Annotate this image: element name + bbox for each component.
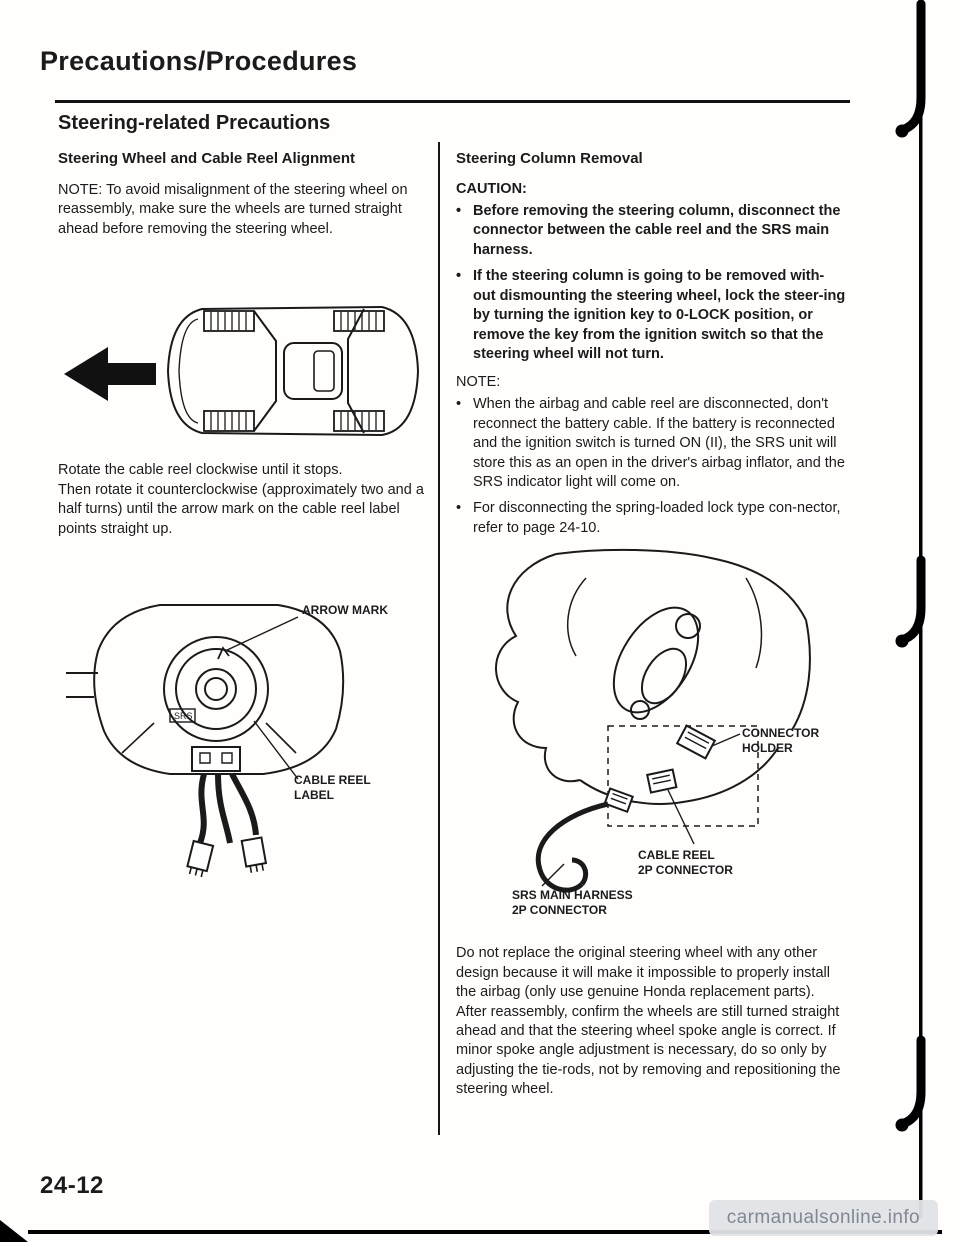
cable-reel-label: CABLE REEL LABEL — [294, 772, 371, 802]
binder-ring-icon — [897, 555, 926, 645]
column-divider — [438, 142, 440, 1135]
left-column: Steering Wheel and Cable Reel Alignment … — [58, 150, 430, 893]
page-header-title: Precautions/Procedures — [40, 46, 358, 76]
arrow-mark-label: ARROW MARK — [302, 602, 388, 617]
steering-column-diagram: CONNECTOR HOLDER CABLE REEL 2P CONNECTOR… — [456, 548, 846, 938]
page-number: 24-12 — [40, 1172, 104, 1199]
note-item: • When the airbag and cable reel are dis… — [456, 395, 846, 492]
srs-main-harness-2p-connector-label: SRS MAIN HARNESS 2P CONNECTOR — [512, 888, 633, 918]
binder-ring-icon — [897, 1035, 926, 1129]
car-top-view-svg — [64, 306, 420, 437]
section-title: Steering-related Precautions — [58, 112, 331, 134]
header-divider — [55, 100, 850, 103]
caution-title: CAUTION: — [456, 181, 527, 197]
bullet-dot: • — [456, 396, 462, 413]
bottom-rule — [28, 1230, 942, 1234]
bullet-dot: • — [456, 268, 462, 285]
note-item-text: For disconnecting the spring-loaded lock… — [473, 500, 841, 536]
note-title: NOTE: — [456, 374, 501, 391]
srs-sticker-text: SRS — [174, 711, 193, 721]
bullet-dot: • — [456, 500, 462, 517]
right-column-heading: Steering Column Removal — [456, 150, 643, 167]
reassembly-paragraph: After reassembly, confirm the wheels are… — [456, 1003, 841, 1098]
binding-edge — [895, 0, 926, 1218]
car-top-view-diagram — [58, 289, 430, 461]
rotate-instructions-paragraph: Rotate the cable reel clockwise until it… — [58, 462, 424, 537]
caution-item-text: If the steering column is going to be re… — [473, 268, 846, 362]
right-column: Steering Column Removal CAUTION: • Befor… — [456, 150, 846, 1100]
connector-holder-label: CONNECTOR HOLDER — [742, 726, 820, 756]
corner-mark — [0, 1220, 28, 1242]
replace-warning-paragraph: Do not replace the original steering whe… — [456, 945, 830, 1001]
cable-reel-2p-connector-label: CABLE REEL 2P CONNECTOR — [638, 848, 733, 878]
bullet-dot: • — [456, 203, 462, 219]
caution-item: • Before removing the steering column, d… — [456, 202, 846, 260]
watermark: carmanualsonline.info — [708, 1200, 938, 1236]
caution-item: • If the steering column is going to be … — [456, 267, 846, 364]
steering-column-svg — [495, 549, 811, 893]
note-item: • For disconnecting the spring-loaded lo… — [456, 499, 846, 538]
binder-ring-icon — [897, 0, 926, 135]
note-item-text: When the airbag and cable reel are disco… — [473, 396, 845, 491]
forward-arrow-icon — [64, 347, 156, 402]
alignment-note-paragraph: NOTE: To avoid misalignment of the steer… — [58, 182, 408, 237]
steering-wheel-svg: SRS — [66, 603, 345, 878]
left-column-heading: Steering Wheel and Cable Reel Alignment — [58, 150, 355, 167]
steering-wheel-diagram: SRS — [58, 581, 430, 893]
caution-item-text: Before removing the steering column, dis… — [473, 203, 841, 258]
